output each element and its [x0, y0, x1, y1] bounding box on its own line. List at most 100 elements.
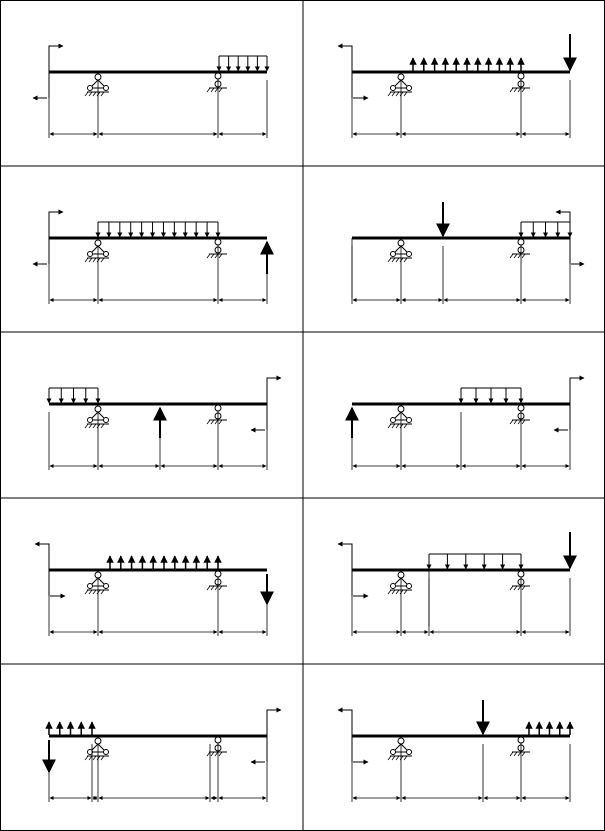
pin-support	[84, 571, 109, 595]
ground-hatch	[84, 589, 89, 595]
pin-left-circle	[87, 749, 93, 755]
ground-hatch	[210, 253, 215, 259]
distributed-load	[95, 221, 221, 238]
ground-hatch	[88, 91, 93, 97]
pin-left-circle	[390, 417, 396, 423]
moment-arrow	[555, 209, 571, 238]
beam-panel-9	[42, 707, 282, 802]
ground-hatch	[395, 755, 400, 761]
dimension-lines	[48, 578, 268, 636]
ground-hatch	[395, 423, 400, 429]
roller-top-circle	[517, 570, 525, 578]
ground-hatch	[399, 91, 404, 97]
ground-hatch	[399, 589, 404, 595]
moment-arrow	[337, 541, 353, 570]
roller-support	[509, 570, 530, 591]
ground-hatch	[391, 257, 396, 263]
distributed-load	[458, 387, 524, 404]
distributed-load	[409, 57, 525, 71]
pin-hinge-circle	[397, 73, 405, 81]
beam-panel-2	[337, 34, 577, 138]
ground-hatch	[84, 423, 89, 429]
ground-hatch	[521, 751, 526, 757]
ground-hatch	[84, 257, 89, 263]
ground-hatch	[210, 419, 215, 425]
ground-hatch	[521, 419, 526, 425]
ground-hatch	[210, 751, 215, 757]
ground-hatch	[218, 585, 223, 591]
pin-support	[84, 737, 109, 761]
ground-hatch	[513, 751, 518, 757]
ground-hatch	[88, 589, 93, 595]
dimension-lines	[48, 412, 268, 470]
pin-left-circle	[87, 251, 93, 257]
beam-panel-10	[337, 700, 574, 802]
pin-support	[387, 239, 412, 263]
roller-support	[206, 72, 227, 93]
ground-hatch	[214, 585, 219, 591]
ground-hatch	[391, 423, 396, 429]
pin-hinge-circle	[94, 405, 102, 413]
ground-hatch	[517, 751, 522, 757]
dimension-lines	[48, 246, 268, 304]
ground-hatch	[399, 755, 404, 761]
ground-hatch	[387, 91, 392, 97]
moment-arrow	[569, 375, 585, 404]
ground-hatch	[521, 585, 526, 591]
distributed-load	[216, 55, 270, 72]
ground-hatch	[206, 419, 211, 425]
pin-right-circle	[406, 583, 412, 589]
dimension-lines	[351, 246, 571, 304]
roller-top-circle	[517, 72, 525, 80]
roller-support	[509, 736, 530, 757]
pin-right-circle	[406, 749, 412, 755]
moment-arrow	[34, 541, 50, 570]
ground-hatch	[395, 91, 400, 97]
roller-top-circle	[517, 238, 525, 246]
pin-support	[387, 405, 412, 429]
ground-hatch	[395, 257, 400, 263]
moment-arrow	[266, 375, 282, 404]
ground-hatch	[513, 253, 518, 259]
roller-support	[509, 72, 530, 93]
pin-hinge-circle	[94, 73, 102, 81]
ground-hatch	[521, 253, 526, 259]
pin-left-circle	[87, 583, 93, 589]
ground-hatch	[96, 589, 101, 595]
ground-hatch	[387, 257, 392, 263]
ground-hatch	[92, 257, 97, 263]
pin-hinge-circle	[397, 239, 405, 247]
ground-hatch	[88, 257, 93, 263]
ground-hatch	[214, 253, 219, 259]
roller-top-circle	[214, 238, 222, 246]
ground-hatch	[509, 585, 514, 591]
ground-hatch	[206, 87, 211, 93]
ground-hatch	[513, 419, 518, 425]
moment-load	[48, 43, 64, 72]
ground-hatch	[509, 253, 514, 259]
roller-top-circle	[517, 736, 525, 744]
pin-left-circle	[390, 251, 396, 257]
ground-hatch	[96, 755, 101, 761]
pin-support	[84, 405, 109, 429]
pin-left-circle	[87, 417, 93, 423]
ground-hatch	[100, 257, 105, 263]
pin-left-circle	[390, 85, 396, 91]
ground-hatch	[96, 423, 101, 429]
ground-hatch	[391, 589, 396, 595]
ground-hatch	[391, 91, 396, 97]
ground-hatch	[218, 253, 223, 259]
dimension-lines	[351, 412, 571, 470]
beam-panel-3	[32, 209, 274, 304]
ground-hatch	[403, 423, 408, 429]
roller-support	[206, 238, 227, 259]
ground-hatch	[100, 423, 105, 429]
beam-panel-6	[345, 375, 585, 470]
pin-left-circle	[390, 749, 396, 755]
ground-hatch	[513, 585, 518, 591]
ground-hatch	[517, 419, 522, 425]
ground-hatch	[509, 87, 514, 93]
moment-arrow	[48, 43, 64, 72]
pin-right-circle	[406, 417, 412, 423]
